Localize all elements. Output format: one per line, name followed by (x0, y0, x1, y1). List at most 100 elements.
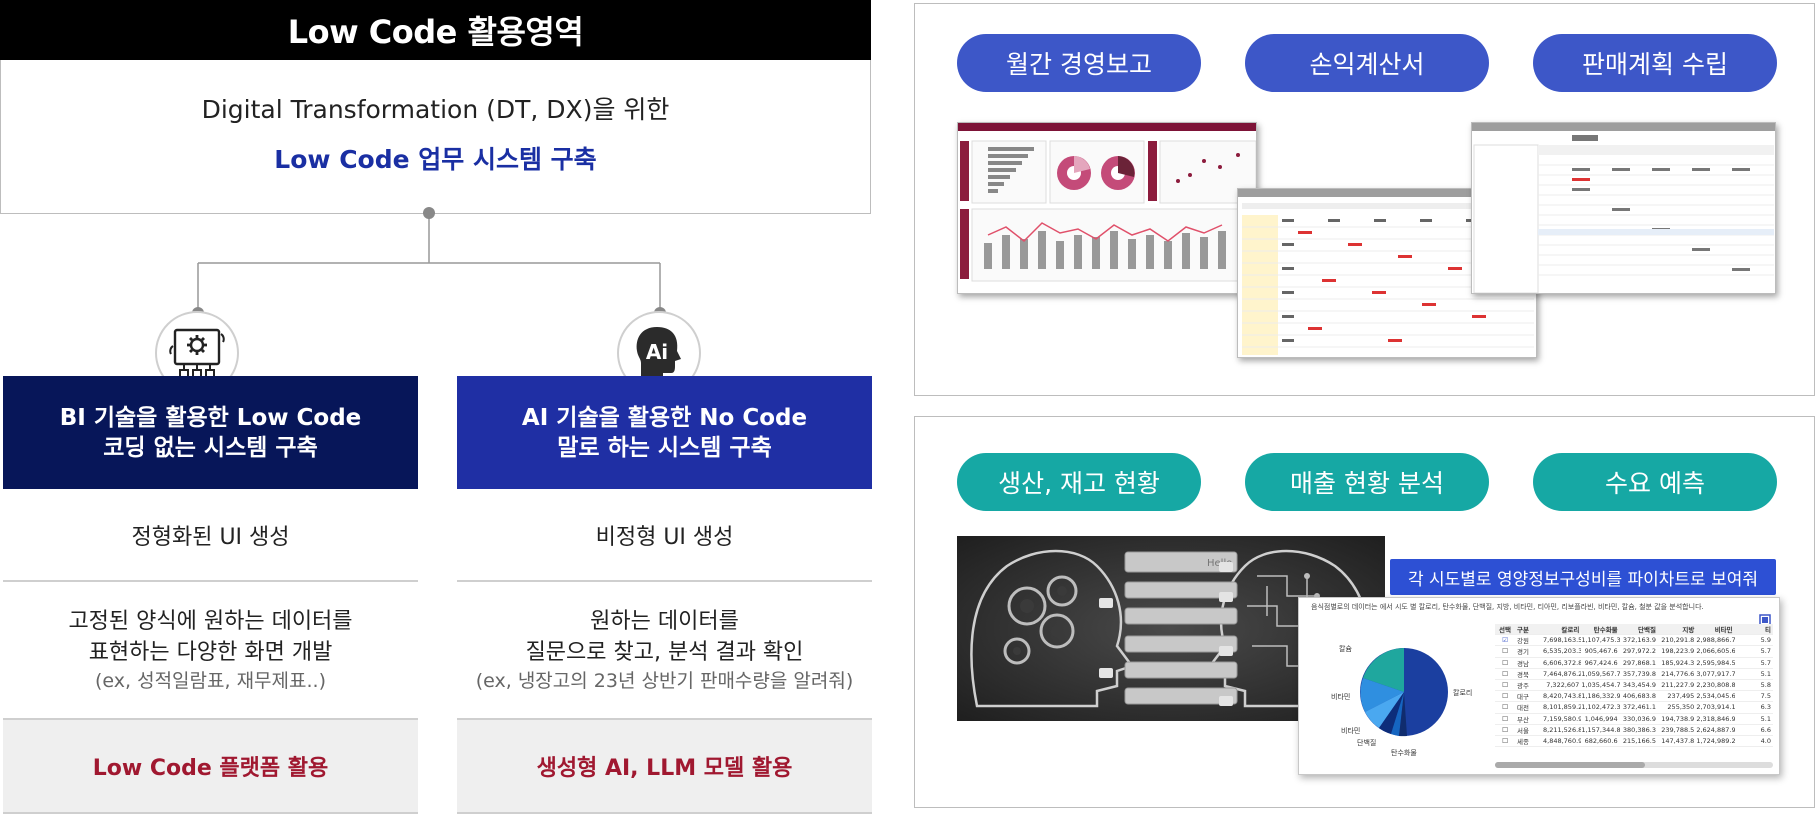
column-row-description: 원하는 데이터를 질문으로 찾고, 분석 결과 확인 (ex, 냉장고의 23년… (457, 582, 872, 720)
pie-label: 비타민 (1341, 727, 1361, 735)
table-cell: 7,698,163.5 (1543, 636, 1582, 645)
table-header: 선택 구분 칼로리 탄수화물 단백질 지방 비타민 티 (1495, 624, 1773, 636)
page-title: Low Code 활용영역 (0, 0, 871, 60)
table-header-cell: 선택 (1499, 626, 1511, 635)
pill-demand-forecast: 수요 예측 (1533, 453, 1777, 511)
table-cell: 7,159,580.9 (1543, 714, 1582, 723)
row-checkbox[interactable]: ☑ (1502, 636, 1508, 645)
table-cell: 967,424.6 (1584, 658, 1618, 667)
row-checkbox[interactable]: ☐ (1502, 703, 1508, 712)
row-checkbox[interactable]: ☐ (1502, 681, 1508, 690)
description-example: (ex, 성적일람표, 재무제표..) (95, 670, 326, 692)
table-cell: 211,227.9 (1661, 681, 1695, 690)
row-checkbox[interactable]: ☐ (1502, 714, 1508, 723)
table-cell: 380,386.3 (1622, 725, 1656, 734)
column-header-line1: BI 기술을 활용한 Low Code (59, 404, 362, 431)
row-checkbox[interactable]: ☐ (1502, 692, 1508, 701)
income-statement-screenshot (1471, 122, 1776, 294)
table-cell: 343,454.9 (1622, 681, 1656, 690)
description-line1: 원하는 데이터를 (590, 609, 739, 634)
table-cell: 경북 (1517, 670, 1529, 679)
table-cell: 5.9 (1760, 636, 1771, 645)
table-cell: 210,291.8 (1661, 636, 1695, 645)
table-cell: 6,535,203.3 (1543, 647, 1582, 656)
row-checkbox[interactable]: ☐ (1502, 669, 1508, 678)
table-cell: 239,788.5 (1661, 725, 1695, 734)
pie-chart-report: 음식점별로의 데이터는 에서 시도 별 칼로리, 탄수화물, 단백질, 지방, … (1298, 597, 1780, 775)
table-cell: 1,035,454.7 (1581, 681, 1620, 690)
column-header-line1: AI 기술을 활용한 No Code (521, 404, 808, 431)
table-cell: 8,101,859.2 (1543, 703, 1582, 712)
table-cell: 7,322,607 (1546, 681, 1580, 690)
table-cell: 5.7 (1760, 658, 1771, 667)
description-line2: 표현하는 다양한 화면 개발 (88, 640, 333, 665)
report-caption: 음식점별로의 데이터는 에서 시도 별 칼로리, 탄수화물, 단백질, 지방, … (1311, 603, 1704, 611)
table-cell: 406,683.8 (1622, 692, 1656, 701)
table-header-cell: 단백질 (1638, 626, 1656, 635)
nutrition-pie-chart (1360, 648, 1448, 737)
table-cell: 6,606,372.8 (1543, 658, 1582, 667)
table-cell: 강원 (1517, 637, 1529, 646)
row-checkbox[interactable]: ☐ (1502, 658, 1508, 667)
table-cell: 1,102,472.3 (1581, 703, 1620, 712)
table-cell: 2,318,846.9 (1696, 714, 1735, 723)
nutrition-table: 선택 구분 칼로리 탄수화물 단백질 지방 비타민 티 ☑ 강원 7,698,163… (1495, 624, 1773, 748)
pie-label: 칼로리 (1453, 689, 1473, 697)
income-statement-mockup (1473, 135, 1774, 293)
table-cell: 서울 (1517, 726, 1529, 735)
pie-label: 단백질 (1357, 739, 1377, 747)
table-cell: 7,464,876.2 (1543, 669, 1582, 678)
column-row-description: 고정된 양식에 원하는 데이터를 표현하는 다양한 화면 개발 (ex, 성적일… (3, 582, 418, 720)
dashboard-mockup (960, 140, 1256, 282)
ai-icon-text: Ai (646, 340, 668, 364)
table-cell: 1,724,989.2 (1696, 736, 1735, 745)
table-cell: 147,437.8 (1661, 736, 1695, 745)
table-cell: 세종 (1517, 737, 1529, 746)
table-cell: 1,046,994 (1584, 714, 1618, 723)
pill-sales-analysis: 매출 현황 분석 (1245, 453, 1489, 511)
dashboard-screenshot (957, 122, 1257, 294)
table-cell: 경남 (1517, 659, 1529, 668)
table-cell: 6.3 (1760, 703, 1771, 712)
table-cell: 1,157,344.8 (1581, 725, 1620, 734)
tree-connector (192, 207, 666, 319)
table-cell: 8,420,743.8 (1543, 692, 1582, 701)
table-cell: 2,624,887.9 (1696, 725, 1735, 734)
row-checkbox[interactable]: ☐ (1502, 725, 1508, 734)
table-cell: 대전 (1517, 704, 1529, 713)
table-scrollbar[interactable] (1495, 762, 1773, 768)
table-cell: 905,467.6 (1584, 647, 1618, 656)
column-row-ui-type: 비정형 UI 생성 (457, 489, 872, 582)
row-checkbox[interactable]: ☐ (1502, 647, 1508, 656)
table-cell: 682,660.6 (1584, 736, 1618, 745)
column-header-line2: 말로 하는 시스템 구축 (557, 434, 772, 461)
row-checkbox[interactable]: ☐ (1502, 736, 1508, 745)
table-cell: 372,461.1 (1622, 703, 1656, 712)
table-cell: 185,924.3 (1661, 658, 1695, 667)
description-line1: 고정된 양식에 원하는 데이터를 (68, 609, 353, 634)
table-cell: 237,495 (1667, 692, 1695, 701)
pie-label: 비타민 (1331, 693, 1351, 701)
pivot-table-mockup (1242, 203, 1534, 355)
table-cell: 2,595,984.5 (1696, 658, 1735, 667)
subtitle-box: Digital Transformation (DT, DX)을 위한 Low … (0, 60, 871, 214)
bi-lowcode-column: BI 기술을 활용한 Low Code 코딩 없는 시스템 구축 정형화된 UI… (3, 376, 418, 814)
table-cell: 198,223.9 (1661, 647, 1695, 656)
table-cell: 1,107,475.3 (1581, 636, 1620, 645)
table-cell: 297,972.2 (1622, 647, 1656, 656)
subtitle-line1: Digital Transformation (DT, DX)을 위한 (201, 95, 670, 124)
table-cell: 1,059,567.7 (1581, 669, 1620, 678)
table-cell: 5.1 (1760, 669, 1771, 678)
table-cell: 5.8 (1760, 681, 1771, 690)
